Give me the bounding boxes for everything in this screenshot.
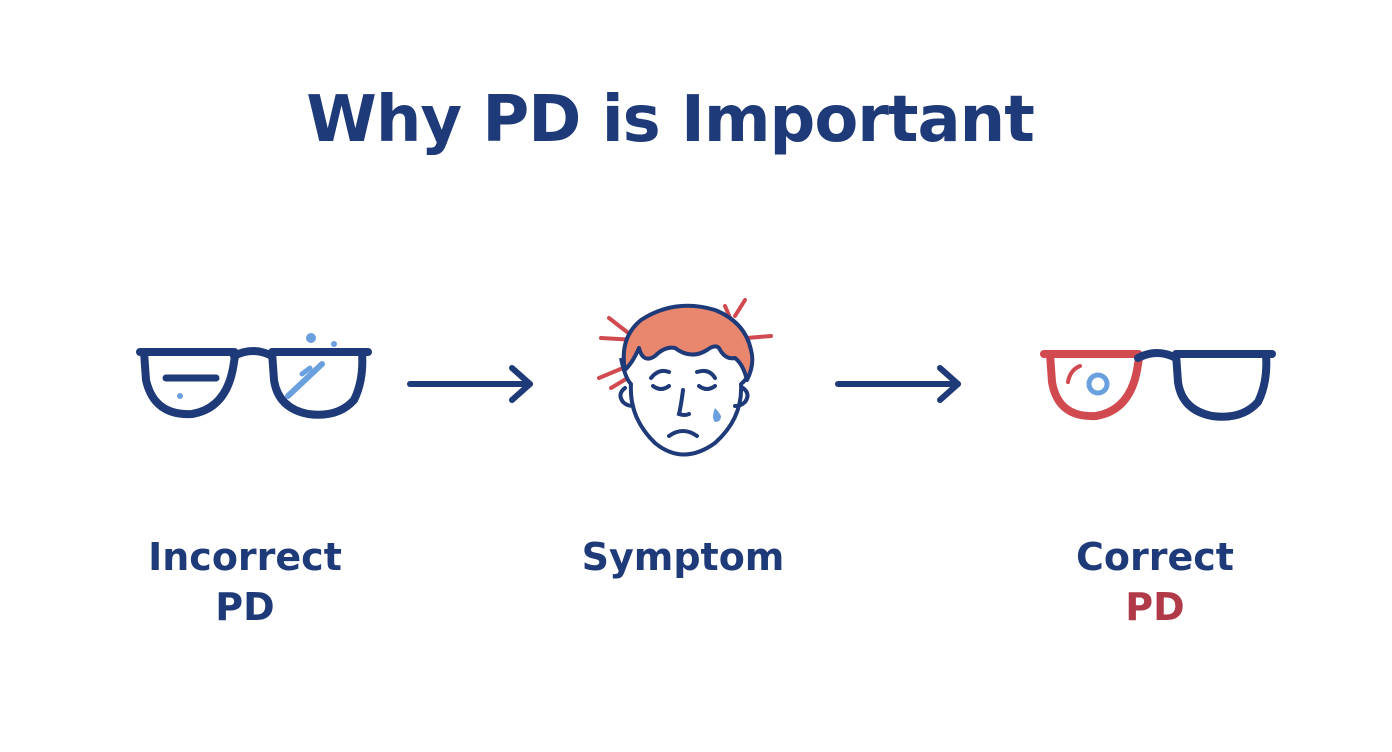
label-line: Correct <box>1076 535 1234 579</box>
headache-face-icon <box>597 298 773 457</box>
label-line: PD <box>215 585 275 629</box>
arrow-right-icon <box>835 365 961 403</box>
aligned-glasses-icon <box>1040 349 1276 421</box>
label-line: PD <box>1125 585 1185 629</box>
label-line: Incorrect <box>148 535 342 579</box>
misaligned-glasses-icon <box>136 333 372 419</box>
step-label-incorrect-pd: Incorrect PD <box>95 532 395 632</box>
step-label-correct-pd: Correct PD <box>1005 532 1305 632</box>
arrow-right-icon <box>407 365 533 403</box>
step-label-symptom: Symptom <box>533 532 833 582</box>
page-title: Why PD is Important <box>306 83 1035 157</box>
label-line: Symptom <box>581 535 785 579</box>
